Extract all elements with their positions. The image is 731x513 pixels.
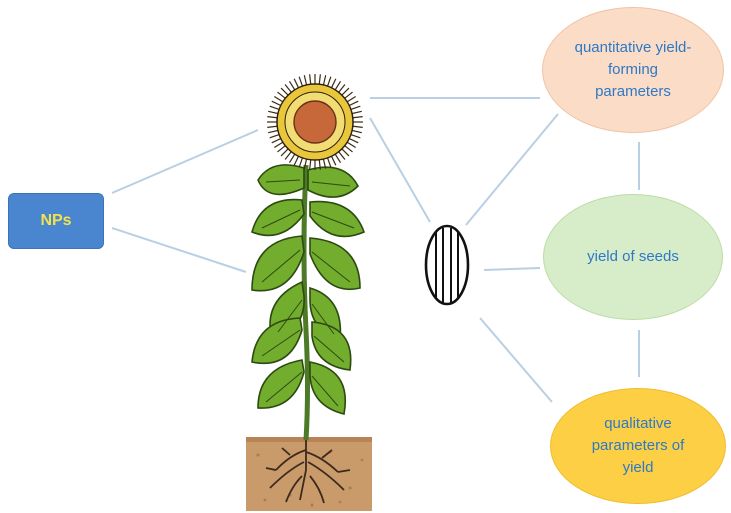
sunflower-head [267, 74, 363, 170]
connector-nps-plant [112, 228, 246, 272]
connector-seed-qualitative [480, 318, 552, 402]
qualitative-parameters-ellipse: qualitative parameters of yield [550, 388, 726, 504]
nps-box: NPs [8, 193, 104, 249]
quantitative-parameters-label: quantitative yield-forming parameters [568, 37, 698, 103]
seed-icon [426, 226, 468, 304]
connector-seed-quantitative [466, 114, 558, 225]
yield-of-seeds-ellipse: yield of seeds [543, 194, 723, 320]
connector-flower-seed [370, 118, 430, 222]
connector-nps-flower [112, 130, 258, 193]
yield-of-seeds-label: yield of seeds [587, 246, 679, 268]
soil [246, 437, 372, 511]
nps-label: NPs [40, 212, 71, 230]
quantitative-parameters-ellipse: quantitative yield-forming parameters [542, 7, 724, 133]
qualitative-parameters-label: qualitative parameters of yield [583, 413, 693, 479]
connector-seed-yield [484, 268, 540, 270]
